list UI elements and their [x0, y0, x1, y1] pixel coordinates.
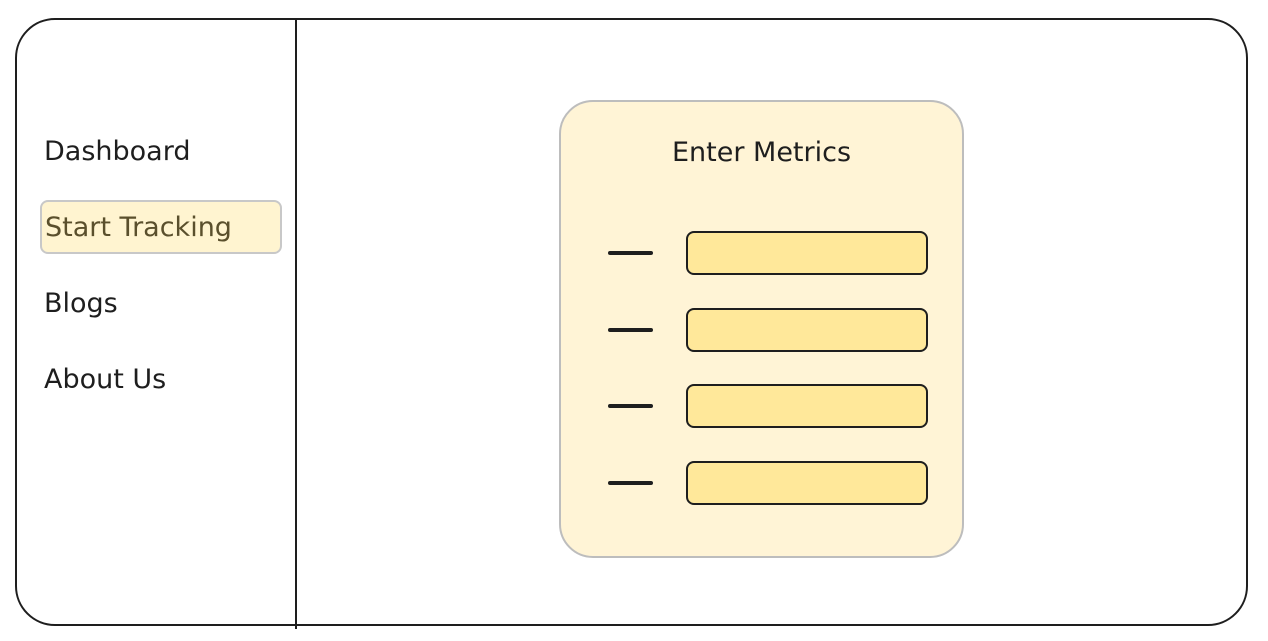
sidebar-item-about-us[interactable]: About Us — [44, 364, 167, 395]
metric-label-placeholder — [608, 251, 653, 255]
sidebar-divider — [295, 19, 297, 629]
metric-input[interactable] — [686, 461, 928, 505]
metric-row — [561, 384, 962, 430]
sidebar-item-start-tracking[interactable]: Start Tracking — [40, 200, 282, 254]
metric-row — [561, 231, 962, 277]
metric-label-placeholder — [608, 481, 653, 485]
metric-row — [561, 461, 962, 507]
sidebar-item-dashboard[interactable]: Dashboard — [44, 136, 191, 167]
card-title: Enter Metrics — [671, 137, 852, 168]
metric-input[interactable] — [686, 231, 928, 275]
metric-input[interactable] — [686, 384, 928, 428]
metric-row — [561, 308, 962, 354]
metric-label-placeholder — [608, 328, 653, 332]
metric-label-placeholder — [608, 404, 653, 408]
sidebar-item-blogs[interactable]: Blogs — [44, 288, 118, 319]
metric-input[interactable] — [686, 308, 928, 352]
sidebar-item-label: Start Tracking — [45, 212, 232, 243]
app-window — [15, 18, 1248, 626]
metrics-card: Enter Metrics — [559, 100, 964, 558]
